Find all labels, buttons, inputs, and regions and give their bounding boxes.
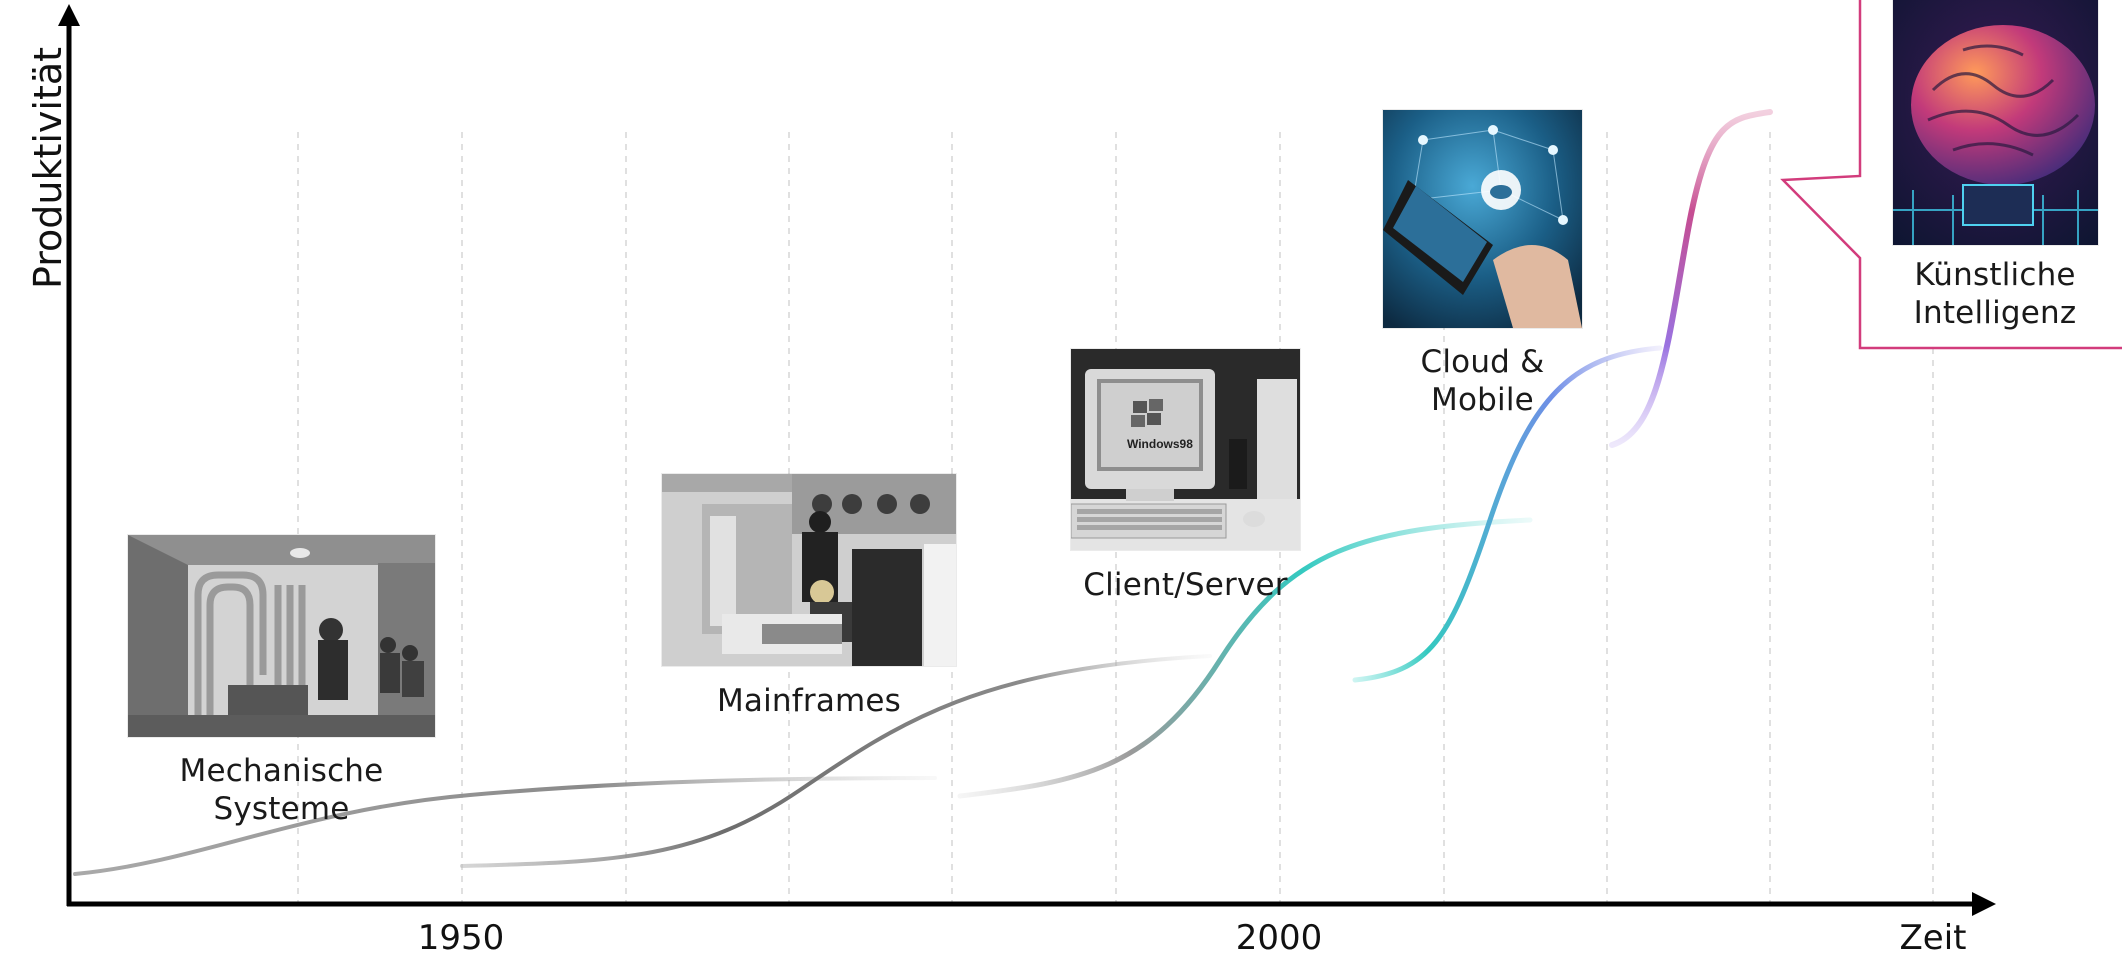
x-tick-1950: 1950 <box>417 918 505 958</box>
y-axis-title: Produktivität <box>26 46 70 290</box>
y-axis-arrowhead <box>58 4 80 26</box>
mechanical-systems-photo <box>128 535 435 737</box>
windows98-pc-photo: Windows98 <box>1071 349 1300 550</box>
s-curves <box>73 109 1773 876</box>
ai-brain-photo <box>1893 0 2098 245</box>
curve-client-server <box>957 517 1533 799</box>
axes <box>58 4 1996 916</box>
svg-text:Windows98: Windows98 <box>1127 437 1193 451</box>
curve-mechanical-systems <box>73 776 937 876</box>
x-axis-title: Zeit <box>1899 918 1967 958</box>
era-label-mainframes: Mainframes <box>662 682 956 720</box>
era-label-line: Intelligenz <box>1913 295 2077 331</box>
era-label-line: Mechanische <box>179 753 384 789</box>
era-label-cloud-mobile: Cloud & Mobile <box>1383 343 1582 419</box>
era-label-client-server: Client/Server <box>1071 566 1300 604</box>
era-label-line: Mobile <box>1431 382 1534 418</box>
era-label-mechanical-systems: Mechanische Systeme <box>128 752 435 828</box>
era-label-line: Künstliche <box>1914 257 2076 293</box>
era-label-line: Client/Server <box>1083 567 1288 603</box>
era-label-artificial-intelligence: Künstliche Intelligenz <box>1884 256 2106 332</box>
curve-mainframes <box>460 654 1212 868</box>
x-tick-2000: 2000 <box>1235 918 1323 958</box>
era-label-line: Systeme <box>213 791 350 827</box>
curve-artificial-intelligence <box>1609 109 1773 448</box>
mainframe-photo <box>662 474 956 666</box>
smartphone-cloud-photo <box>1383 110 1582 328</box>
era-label-line: Mainframes <box>716 683 902 719</box>
curve-cloud-mobile <box>1352 345 1663 683</box>
era-label-line: Cloud & <box>1420 344 1545 380</box>
x-axis-arrowhead <box>1972 892 1996 916</box>
